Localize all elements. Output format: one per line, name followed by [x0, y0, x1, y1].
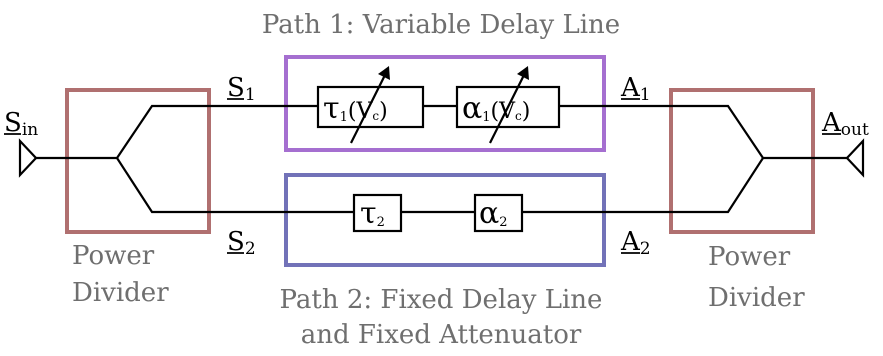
path2-title-line2: and Fixed Attenuator — [301, 320, 582, 350]
svg-text:Aout: Aout — [821, 108, 869, 140]
svg-text:A2: A2 — [620, 227, 651, 259]
alpha2-box — [473, 193, 524, 233]
path2-box — [284, 173, 606, 267]
tau1-label: τ1(Vc) — [323, 91, 388, 126]
signal-a1: A1 — [620, 73, 651, 105]
right-divider-label-line1: Power — [708, 242, 791, 272]
path1-title: Path 1: Variable Delay Line — [262, 10, 620, 40]
path2-title-line1: Path 2: Fixed Delay Line — [280, 285, 603, 315]
svg-text:S1: S1 — [227, 73, 256, 105]
signal-s1: S1 — [227, 73, 256, 105]
input-to-path1-wire — [36, 104, 318, 160]
alpha1-tunable-arrow-icon — [489, 66, 529, 144]
left-power-divider-box — [65, 88, 211, 234]
signal-s-in: Sin — [4, 108, 38, 140]
output-port-icon — [845, 138, 865, 178]
input-to-path2-wire — [116, 157, 354, 214]
svg-text:A1: A1 — [620, 73, 651, 105]
tau2-box — [352, 193, 403, 233]
signal-a2: A2 — [620, 227, 651, 259]
left-divider-label-line2: Divider — [72, 278, 169, 308]
right-power-divider-box — [669, 88, 815, 234]
svg-text:Sin: Sin — [4, 108, 38, 140]
right-divider-label-line2: Divider — [708, 283, 805, 313]
path2-to-output-wire — [522, 157, 764, 214]
tau2-label: τ2 — [360, 196, 385, 231]
path1-to-output-wire — [559, 104, 847, 160]
alpha2-label: α2 — [479, 196, 508, 231]
svg-text:S2: S2 — [227, 227, 256, 259]
tau1-box — [316, 85, 425, 129]
signal-a-out: Aout — [821, 108, 869, 140]
tau1-tunable-arrow-icon — [350, 66, 390, 144]
left-divider-label-line1: Power — [72, 241, 155, 271]
signal-s2: S2 — [227, 227, 256, 259]
alpha1-label: α1(Vc) — [462, 91, 530, 126]
path1-box — [284, 55, 606, 152]
input-port-icon — [18, 138, 38, 178]
